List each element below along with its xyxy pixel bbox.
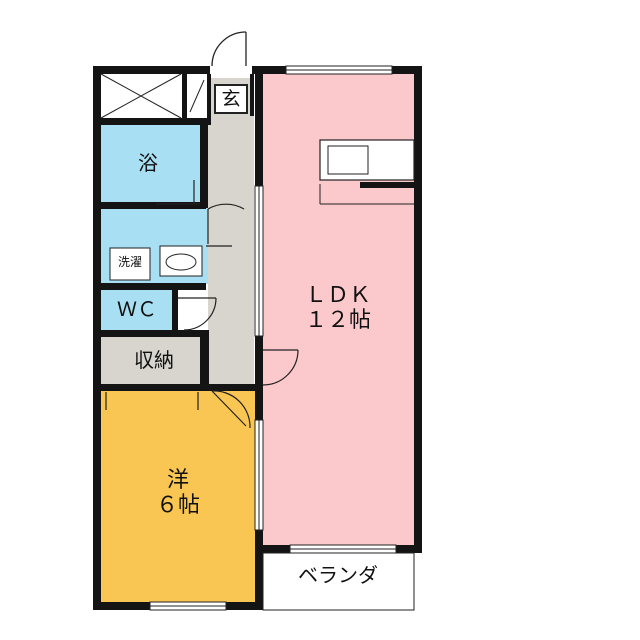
storage-label: 収納: [134, 348, 174, 372]
wc-label: ＷＣ: [117, 297, 157, 321]
western-room-floor: [100, 390, 255, 602]
wc-floor: [100, 288, 176, 332]
swing-doors: [105, 180, 299, 429]
veranda-label: ベランダ: [298, 563, 378, 587]
veranda-area: [262, 552, 415, 611]
washer-label: 洗濯: [117, 255, 142, 269]
hallway-floor: [208, 116, 254, 386]
interior-walls: [93, 74, 255, 391]
ldk-name-label: ＬＤＫ: [304, 283, 371, 308]
entrance-door: [210, 31, 250, 74]
storage-box-top-left: [100, 73, 182, 119]
bath-floor: [100, 124, 200, 204]
washer-space: [109, 247, 151, 281]
washbasin: [159, 245, 203, 277]
ldk-size-label: １２帖: [304, 308, 371, 333]
western-room-size-label: ６帖: [155, 493, 200, 518]
genkan-label: 玄: [214, 84, 248, 114]
kitchen-counter: [319, 139, 415, 205]
sliding-doors: [254, 185, 264, 531]
bath-label: 浴: [138, 151, 158, 175]
storage-floor: [100, 336, 208, 386]
western-room-name-label: 洋: [166, 468, 189, 493]
